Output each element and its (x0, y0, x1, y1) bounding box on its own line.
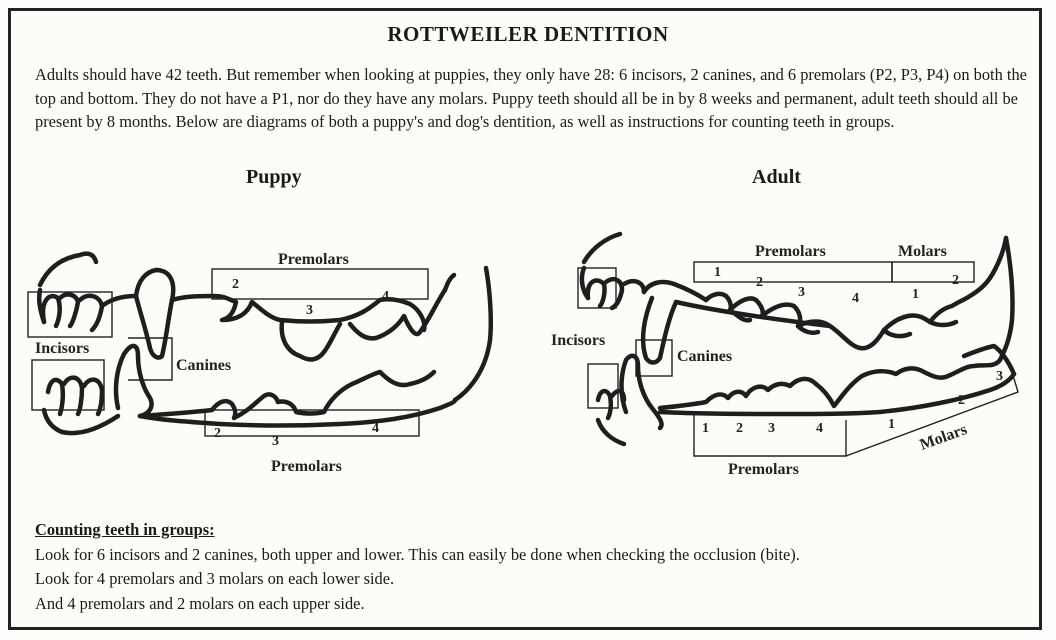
puppy-incisors-bottom-box (31, 359, 105, 411)
adult-lower-m2: 2 (958, 393, 965, 408)
counting-line-1: Look for 6 incisors and 2 canines, both … (35, 544, 800, 564)
adult-molars-top-label: Molars (898, 243, 947, 260)
puppy-upper-incisors (40, 292, 139, 333)
adult-lower-gum (961, 343, 1017, 377)
puppy-premolars-top-label: Premolars (278, 251, 349, 268)
puppy-upper-premolar-line (169, 293, 427, 333)
adult-molars-top-box (891, 261, 975, 283)
puppy-upper-num-4: 4 (382, 289, 389, 304)
puppy-lower-num-2: 2 (214, 426, 221, 441)
puppy-lower-base (137, 397, 458, 428)
adult-premolars-top-box (693, 261, 893, 283)
adult-canines-box (635, 339, 673, 377)
counting-heading: Counting teeth in groups: (35, 520, 215, 539)
counting-line-2: Look for 4 premolars and 3 molars on eac… (35, 569, 395, 588)
adult-incisors-top-box (577, 267, 617, 309)
puppy-premolars-bottom-box (204, 409, 420, 437)
adult-incisors-bottom-box (587, 363, 619, 409)
adult-lower-canine (619, 353, 664, 431)
counting-section: Counting teeth in groups: Look for 6 inc… (35, 518, 1030, 616)
adult-upper-m2: 2 (952, 273, 959, 288)
adult-upper-p1: 1 (714, 265, 721, 280)
puppy-incisors-top-box (27, 291, 113, 338)
adult-molars-bottom-box (845, 371, 1019, 457)
page-title: ROTTWEILER DENTITION (387, 22, 669, 46)
puppy-upper-p4 (347, 287, 448, 341)
puppy-premolars-bottom-label: Premolars (271, 458, 342, 475)
puppy-incisors-label: Incisors (35, 340, 89, 357)
puppy-upper-num-3: 3 (306, 303, 313, 318)
adult-lower-p3: 3 (768, 421, 775, 436)
adult-upper-p3: 3 (798, 285, 805, 300)
adult-premolars-bottom-box (693, 414, 847, 457)
puppy-lower-num-4: 4 (372, 421, 379, 436)
adult-incisors-label: Incisors (551, 332, 605, 349)
puppy-upper-tail (442, 272, 457, 293)
puppy-upper-snout (36, 251, 99, 325)
intro-paragraph: Adults should have 42 teeth. But remembe… (35, 63, 1030, 134)
adult-lower-p2: 2 (736, 421, 743, 436)
puppy-upper-canine (133, 267, 176, 360)
adult-jaw-back (673, 235, 1015, 363)
puppy-heading: Puppy (246, 166, 302, 188)
adult-lower-incisors (595, 388, 627, 421)
puppy-canines-box (128, 337, 173, 381)
puppy-lower-canine (113, 343, 154, 419)
adult-upper-p2: 2 (756, 275, 763, 290)
adult-premolars-bottom-label: Premolars (728, 461, 799, 478)
adult-upper-p4: 4 (852, 291, 859, 306)
adult-lower-tooth-line (657, 357, 1003, 411)
puppy-canines-label: Canines (176, 357, 231, 374)
puppy-premolars-top-box (211, 268, 429, 300)
puppy-lower-num-3: 3 (272, 434, 279, 449)
adult-upper-m1: 1 (912, 287, 919, 302)
puppy-jaw-back (452, 265, 494, 403)
adult-premolars-top-label: Premolars (755, 243, 826, 260)
adult-lower-base (657, 371, 1017, 417)
adult-lower-p1: 1 (702, 421, 709, 436)
puppy-lower-incisors (41, 375, 105, 435)
adult-lower-m3: 3 (996, 369, 1003, 384)
adult-lower-p4: 4 (816, 421, 823, 436)
adult-upper-teeth-bottom (727, 307, 959, 339)
puppy-lower-premolar-line (137, 369, 437, 421)
adult-upper-canine (640, 279, 709, 365)
adult-lower-chin (595, 417, 627, 447)
adult-heading: Adult (752, 166, 801, 188)
counting-line-3: And 4 premolars and 2 molars on each upp… (35, 593, 365, 613)
puppy-lower-chin (59, 413, 121, 436)
puppy-diagram: Premolars Premolars Incisors Canines 2 3… (27, 251, 494, 475)
adult-upper-tail (987, 235, 1009, 281)
adult-canines-label: Canines (677, 348, 732, 365)
adult-lower-m1: 1 (888, 417, 895, 432)
intro-text: Adults should have 42 teeth. But remembe… (35, 65, 1027, 131)
diagram-frame (8, 8, 1042, 630)
adult-diagram: Premolars Molars Incisors Canines Premol… (551, 231, 1019, 478)
puppy-upper-num-2: 2 (232, 277, 239, 292)
puppy-upper-p3 (279, 319, 343, 362)
